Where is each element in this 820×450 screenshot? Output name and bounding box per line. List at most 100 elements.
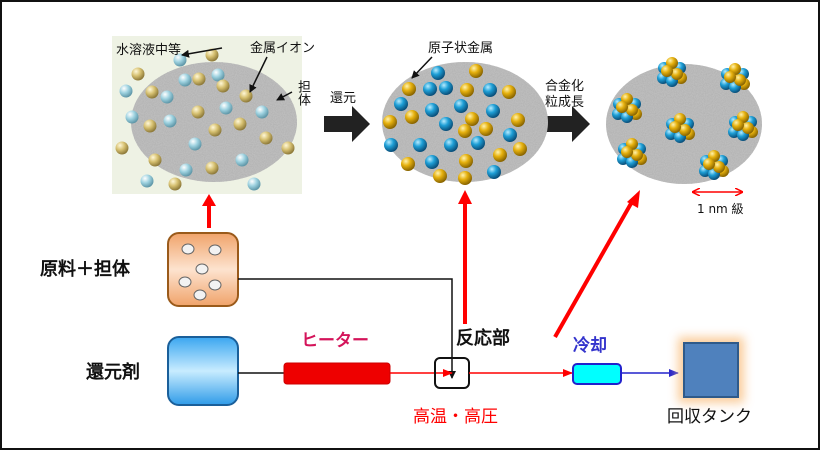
metal-ion (188, 137, 202, 151)
metal-ion (247, 177, 261, 191)
metal-atom (402, 82, 416, 96)
cooling-diagonal-arrow-head (627, 190, 640, 208)
metal-atom (511, 113, 525, 127)
metal-atom (459, 154, 473, 168)
metal-ion (205, 48, 219, 62)
cooler (572, 363, 622, 385)
metal-ion (205, 161, 219, 175)
metal-ion (115, 141, 129, 155)
feed-vessel (167, 232, 239, 307)
alloying-step-label: 合金化 (545, 79, 585, 94)
alloy-atom (732, 119, 744, 131)
metal-atom (383, 115, 397, 129)
metal-atom (425, 155, 439, 169)
recovery-tank (683, 342, 739, 398)
metal-ion (168, 177, 182, 191)
metal-ion (145, 85, 159, 99)
metal-ion (216, 79, 230, 93)
ion-pointer-arrow-2 (249, 56, 268, 93)
condition-label: 高温・高圧 (413, 407, 498, 427)
metal-ion (163, 114, 177, 128)
metal-atom (493, 148, 507, 162)
reduction-step-label: 還元 (330, 91, 357, 106)
alloy-panel (606, 57, 762, 192)
alloy-atom (679, 124, 691, 136)
metal-atom (479, 122, 493, 136)
growth-step-label: 粒成長 (545, 95, 585, 110)
alloy-atom (669, 121, 681, 133)
cluster-group (612, 57, 758, 180)
atom-pointer-arrow (411, 56, 433, 79)
metal-ion (259, 131, 273, 145)
atomic-panel (382, 56, 548, 185)
metal-atom (454, 99, 468, 113)
metal-ion (233, 117, 247, 131)
metal-ion (143, 119, 157, 133)
alloying-arrow (543, 106, 590, 142)
metal-ion-label: 金属イオン (250, 41, 316, 56)
alloy-atom (724, 71, 736, 83)
cooling-diagonal-arrow-shaft (553, 199, 635, 338)
feed-label: 原料＋担体 (40, 259, 130, 280)
metal-atom (469, 64, 483, 78)
metal-atom (423, 82, 437, 96)
support-label: 担体 (295, 80, 310, 106)
metal-ion (148, 153, 162, 167)
alloy-atom (703, 158, 715, 170)
metal-ion (125, 110, 139, 124)
metal-ion (131, 67, 145, 81)
metal-ion (178, 73, 192, 87)
atomic-metal-label: 原子状金属 (428, 41, 494, 56)
metal-ion (160, 90, 174, 104)
metal-ion (235, 153, 249, 167)
metal-ion (281, 141, 295, 155)
reductant-vessel (167, 336, 239, 406)
alloy-atom (713, 161, 725, 173)
alloy-atom (671, 68, 683, 80)
feed-line (238, 278, 456, 379)
metal-atom (486, 104, 500, 118)
reactor-label: 反応部 (456, 328, 510, 349)
alloy-atom (621, 146, 633, 158)
scale-label: 1 nm 級 (697, 202, 744, 216)
reactor-up-arrow-head (458, 190, 472, 204)
support-pointer-arrow (276, 91, 293, 101)
metal-atom (503, 128, 517, 142)
metal-atom (431, 66, 445, 80)
metal-atom (513, 142, 527, 156)
metal-ion-group (115, 48, 295, 191)
metal-atom (425, 103, 439, 117)
metal-atom (384, 138, 398, 152)
metal-atom (483, 83, 497, 97)
metal-atom (458, 171, 472, 185)
metal-atom (444, 138, 458, 152)
ion-pointer-arrow (181, 47, 223, 58)
metal-ion (119, 84, 133, 98)
reduction-arrow (324, 106, 370, 142)
alloy-atom (616, 101, 628, 113)
alloy-atom (626, 104, 638, 116)
heater (283, 362, 391, 385)
metal-atom (394, 97, 408, 111)
tank-label: 回収タンク (667, 407, 752, 427)
solution-panel (112, 36, 302, 194)
metal-ion (192, 72, 206, 86)
alloy-atom (734, 74, 746, 86)
metal-ion (255, 105, 269, 119)
alloy-atom (742, 122, 754, 134)
metal-atom (458, 124, 472, 138)
metal-atom (487, 165, 501, 179)
metal-atom (405, 110, 419, 124)
alloy-atom (631, 149, 643, 161)
metal-ion (191, 105, 205, 119)
feed-up-arrow-head (202, 194, 216, 206)
alloy-atom (661, 65, 673, 77)
metal-ion (179, 163, 193, 177)
medium-label: 水溶液中等 (116, 43, 182, 58)
metal-ion (211, 68, 225, 82)
metal-atom (502, 85, 516, 99)
metal-atom (439, 81, 453, 95)
metal-atom (460, 83, 474, 97)
atom-group (383, 64, 527, 185)
